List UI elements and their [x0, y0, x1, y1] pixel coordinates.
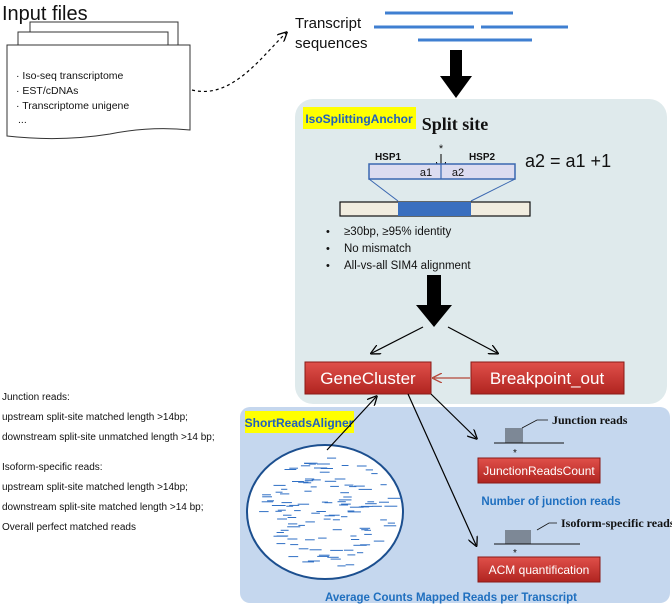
isoform-reads-label: Isoform-specific reads: [561, 516, 672, 530]
transcripts-label-line1: Transcript: [295, 15, 362, 32]
alignment-bar: [339, 201, 531, 217]
input-to-transcripts-arrow: [191, 33, 286, 93]
genecluster-box: [304, 361, 432, 395]
isoform-note-3: Overall perfect matched reads: [2, 522, 136, 533]
criterion-mismatch: No mismatch: [344, 243, 411, 255]
a1-label: a1: [420, 167, 432, 179]
down-arrow-to-clusters: [416, 275, 452, 327]
junction-notes-title: Junction reads:: [2, 392, 70, 403]
short-tag-bg: [245, 411, 354, 433]
acm-label: ACM quantification: [489, 563, 590, 577]
reads-to-genecluster-arrow: [326, 397, 376, 451]
input-item-unigene: · Transcriptome unigene: [16, 100, 129, 112]
hsp2-label: HSP2: [469, 152, 496, 163]
iso-tag: IsoSplittingAnchor: [305, 112, 413, 126]
input-files-title: Input files: [2, 3, 88, 25]
breakpoint-label: Breakpoint_out: [490, 369, 605, 388]
acm-box: [477, 556, 601, 583]
arrow-to-junction-count: [430, 393, 476, 438]
transcript-lines: [374, 11, 568, 42]
isoform-note-2: downstream split-site matched length >14…: [2, 502, 204, 513]
junction-count-box: [477, 457, 601, 484]
criteria-list: • ≥30bp, ≥95% identity • No mismatch • A…: [326, 226, 471, 272]
criterion-identity: ≥30bp, ≥95% identity: [344, 226, 451, 238]
isoform-notes-title: Isoform-specific reads:: [2, 462, 103, 473]
isoform-note-1: upstream split-site matched length >14bp…: [2, 482, 188, 493]
junction-reads-label: Junction reads: [552, 413, 628, 427]
input-file-stack: [6, 21, 191, 140]
junction-star: *: [513, 448, 517, 459]
junction-caption: Number of junction reads: [481, 496, 620, 508]
transcripts-label-line2: sequences: [295, 35, 368, 52]
junction-count-label: JunctionReadsCount: [483, 464, 595, 478]
short-read-dashes: [259, 457, 402, 567]
a2-label: a2: [452, 167, 464, 179]
split-site-title: Split site: [422, 114, 489, 134]
split-star: *: [439, 143, 444, 155]
hsp1-label: HSP1: [375, 152, 402, 163]
isoform-reads-illustration: [494, 522, 580, 545]
isoform-star: *: [513, 548, 517, 559]
hsp-bar: [368, 163, 516, 180]
junction-note-1: upstream split-site matched length >14bp…: [2, 412, 188, 423]
acm-caption: Average Counts Mapped Reads per Transcri…: [325, 592, 577, 604]
down-arrow-to-iso: [440, 50, 472, 98]
svg-text:•: •: [326, 243, 330, 255]
breakpoint-box: [470, 361, 625, 395]
arrow-to-acm: [407, 393, 476, 545]
criterion-sim4: All-vs-all SIM4 alignment: [344, 260, 471, 272]
genecluster-label: GeneCluster: [320, 369, 416, 388]
arrow-to-genecluster: [372, 326, 424, 353]
input-item-more: ...: [18, 114, 27, 126]
input-item-est: · EST/cDNAs: [16, 85, 78, 97]
alignment-guides: [368, 178, 516, 202]
junction-reads-illustration: [494, 419, 564, 444]
input-item-isoseq: · Iso-seq transcriptome: [16, 70, 124, 82]
split-formula: a2 = a1 +1: [525, 151, 611, 171]
junction-note-2: downstream split-site unmatched length >…: [2, 432, 215, 443]
short-tag: ShortReadsAligner: [245, 416, 354, 430]
iso-tag-bg: [303, 107, 416, 129]
arrow-to-breakpoint: [447, 326, 497, 353]
svg-text:•: •: [326, 226, 330, 238]
svg-text:•: •: [326, 260, 330, 272]
